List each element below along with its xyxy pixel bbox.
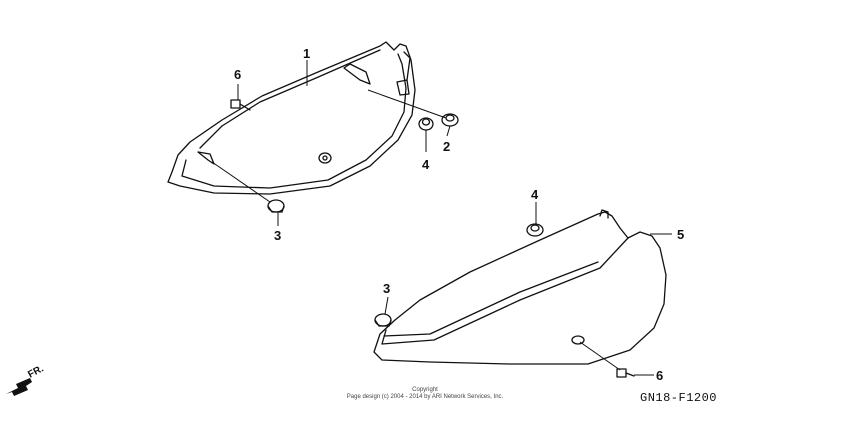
callout-6-lower: 6 [656, 368, 663, 383]
front-direction-label: FR. [26, 363, 46, 380]
grommet-3-upper[interactable] [267, 199, 285, 213]
copyright-line-1: Copyright [412, 387, 438, 393]
callout-1: 1 [303, 46, 310, 61]
callout-2: 2 [443, 139, 450, 154]
callout-3-upper: 3 [274, 228, 281, 243]
screw-6-upper[interactable] [230, 99, 251, 111]
callout-4-upper: 4 [422, 157, 430, 172]
screw-6-lower[interactable] [616, 368, 635, 378]
copyright-line-2: Page design (c) 2004 - 2014 by ARI Netwo… [346, 394, 504, 400]
callout-5: 5 [677, 227, 684, 242]
right-side-cover[interactable] [373, 209, 667, 365]
callout-3-lower: 3 [383, 281, 390, 296]
copyright-notice: Copyright Page design (c) 2004 - 2014 by… [300, 387, 550, 401]
grommet-2[interactable] [441, 113, 459, 127]
front-direction-arrow: FR. [6, 363, 46, 396]
leader-lines [211, 60, 672, 376]
callout-4-lower: 4 [531, 187, 539, 202]
callout-6-upper: 6 [234, 67, 241, 82]
left-side-cover[interactable] [167, 41, 416, 195]
figure-code: GN18-F1200 [640, 391, 718, 405]
grommet-4-lower[interactable] [526, 223, 544, 237]
grommet-4-upper[interactable] [418, 117, 434, 131]
grommet-3-lower[interactable] [374, 313, 392, 327]
